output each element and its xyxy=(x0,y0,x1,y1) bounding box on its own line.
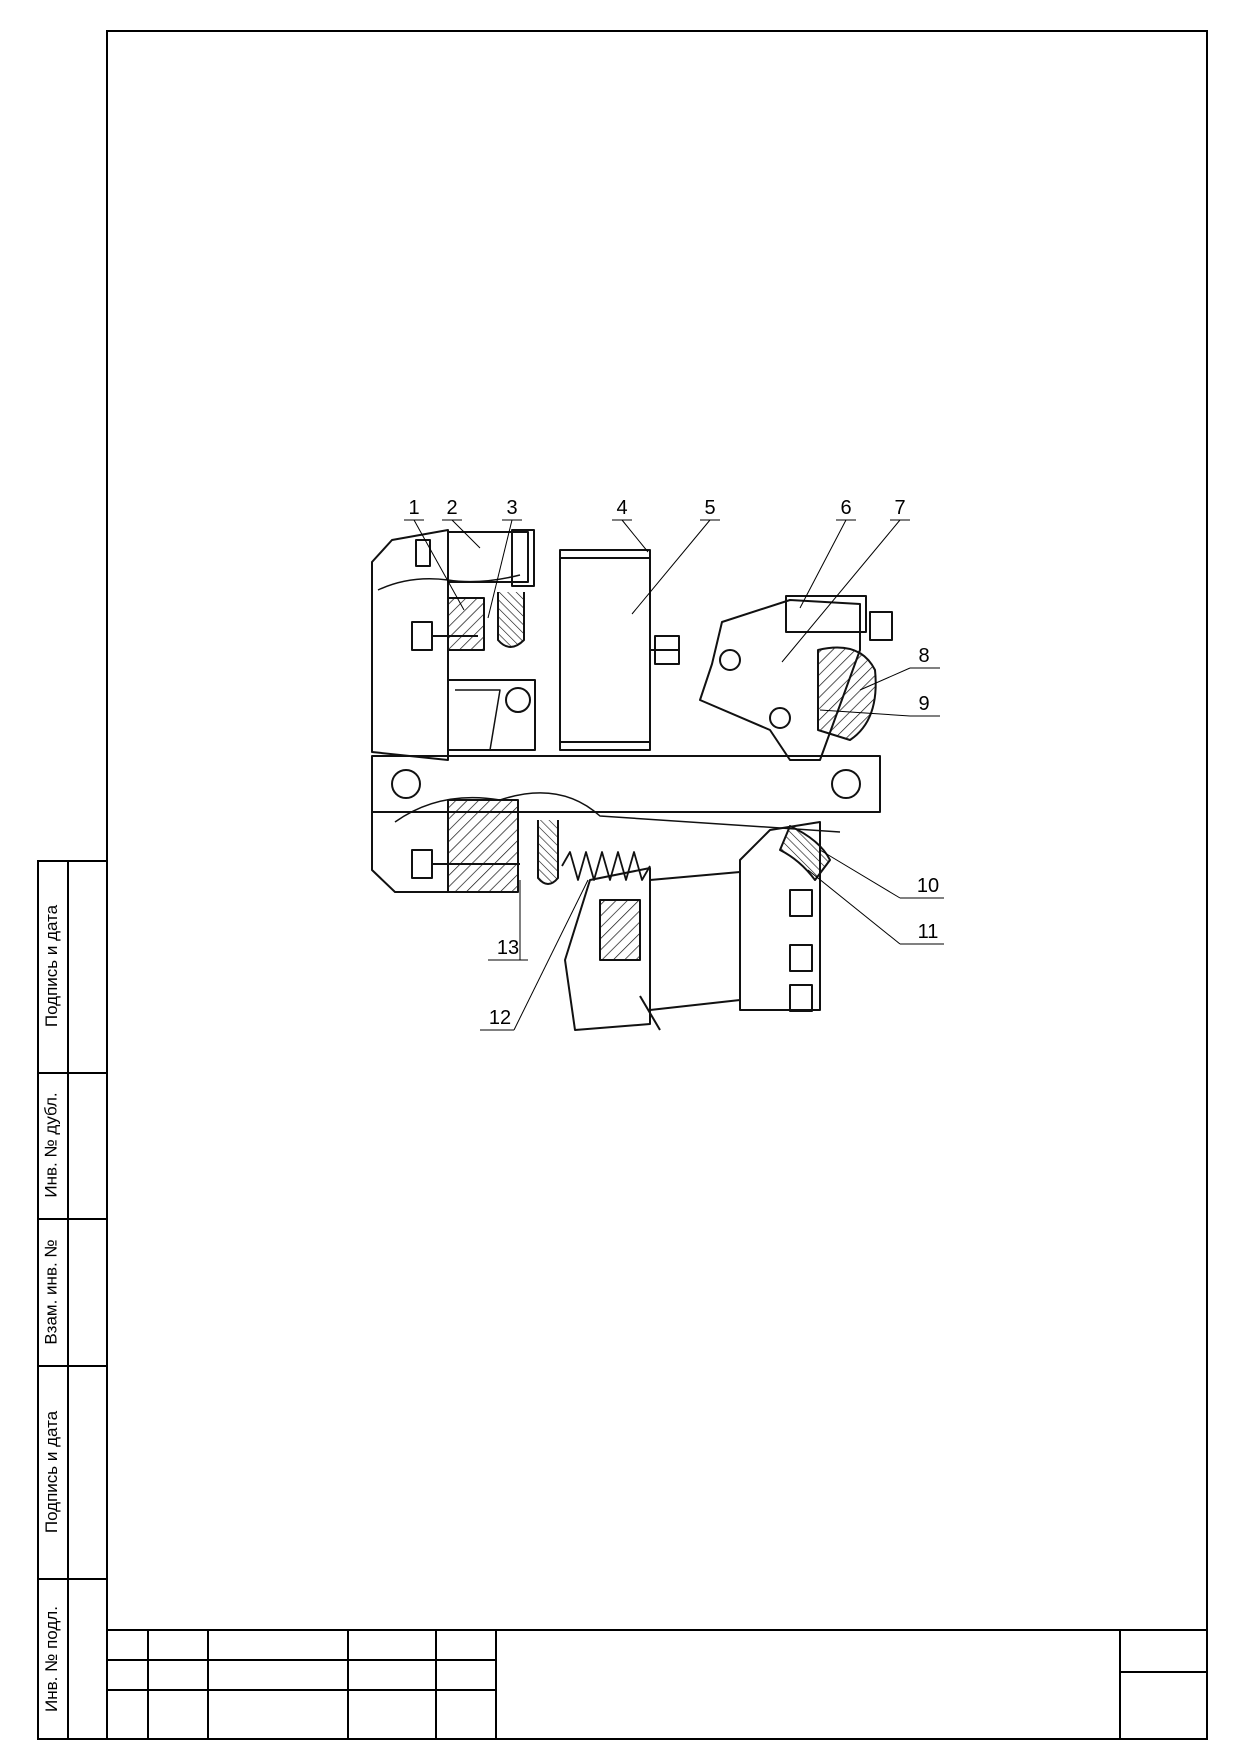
callout-5: 5 xyxy=(704,497,715,519)
callout-11: 11 xyxy=(918,921,939,943)
callout-12: 12 xyxy=(489,1007,511,1029)
archive-column: Инв. № подл. Подпись и дата Взам. инв. №… xyxy=(37,860,106,1740)
drawing-frame xyxy=(106,30,1208,1740)
callout-3: 3 xyxy=(506,497,517,519)
callout-10: 10 xyxy=(917,875,939,897)
callout-2: 2 xyxy=(446,497,457,519)
callout-13: 13 xyxy=(497,937,519,959)
callout-6: 6 xyxy=(840,497,851,519)
callout-4: 4 xyxy=(616,497,627,519)
callout-9: 9 xyxy=(918,693,929,715)
callout-7: 7 xyxy=(894,497,905,519)
callout-1: 1 xyxy=(408,497,419,519)
callout-8: 8 xyxy=(918,645,929,667)
